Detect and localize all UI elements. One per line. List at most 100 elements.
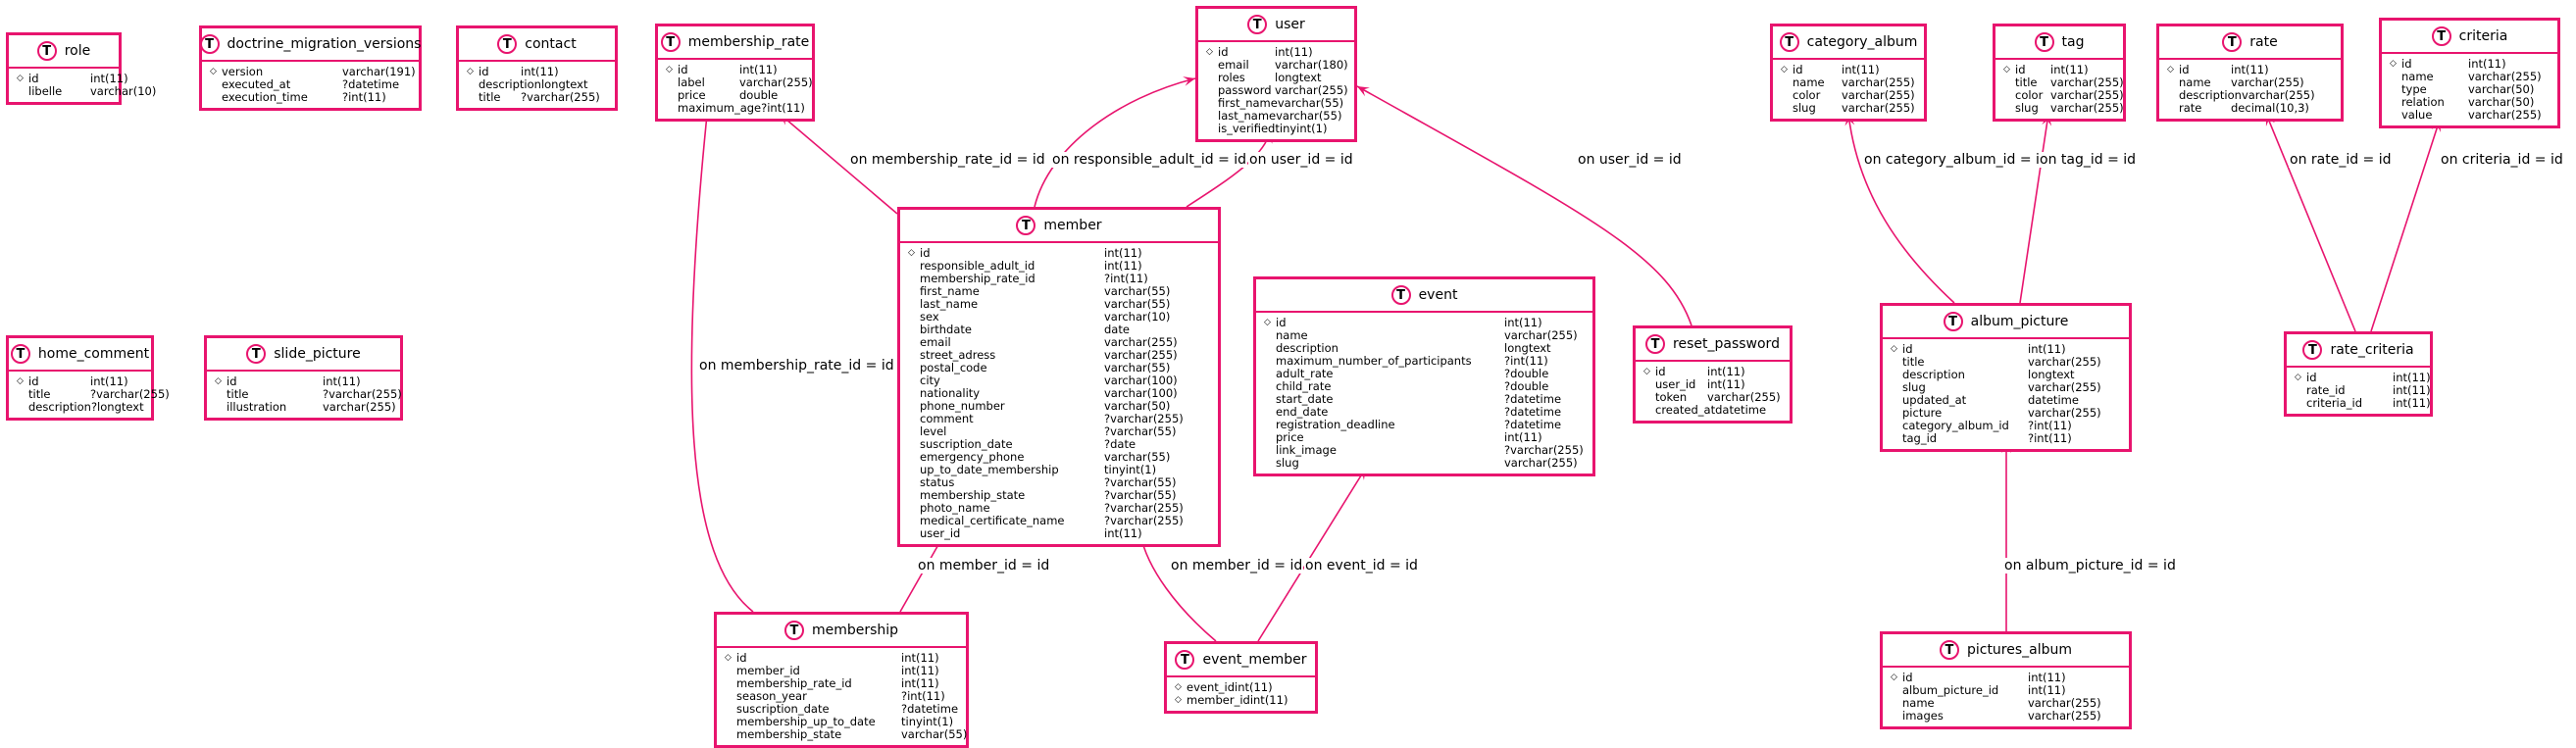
- field-indent: [17, 401, 28, 414]
- field-indent: [215, 401, 227, 414]
- relation-label: on tag_id = id: [2039, 152, 2138, 168]
- relation-label: on album_picture_id = id: [2003, 558, 2177, 573]
- field-indent: [908, 425, 920, 438]
- field-row: start_date?datetime: [1264, 393, 1587, 406]
- field-type: int(11): [521, 65, 559, 78]
- field-type: int(11): [2393, 383, 2431, 397]
- field-type: ?varchar(255): [1104, 501, 1184, 515]
- field-indent: [1264, 457, 1276, 470]
- field-name: libelle: [28, 84, 63, 98]
- field-indent: [2167, 76, 2179, 89]
- field-row: tag_id?int(11): [1891, 432, 2123, 445]
- field-name: id: [2401, 57, 2412, 71]
- field-type: date: [1104, 323, 1130, 336]
- field-name: color: [2015, 88, 2044, 102]
- field-row: maximum_number_of_participants?int(11): [1264, 355, 1587, 368]
- field-indent: [1206, 110, 1218, 123]
- field-type: varchar(255): [2050, 75, 2124, 89]
- field-name: email: [920, 335, 951, 349]
- field-indent: [1264, 380, 1276, 393]
- field-name: slug: [1793, 101, 1816, 115]
- field-indent: [1206, 84, 1218, 97]
- field-type: longtext: [2028, 368, 2075, 381]
- field-type: varchar(100): [1104, 374, 1178, 387]
- table-icon: T: [2431, 26, 2451, 46]
- field-indent: [1206, 123, 1218, 135]
- field-name: maximum_age: [678, 101, 762, 115]
- field-indent: [666, 89, 678, 102]
- field-indent: [2167, 89, 2179, 102]
- field-name: title: [1902, 355, 1925, 369]
- field-name: tag_id: [1902, 431, 1938, 445]
- field-type: varchar(255): [2028, 406, 2101, 420]
- key-marker-icon: ◇: [666, 65, 673, 75]
- field-type: ?int(11): [1504, 354, 1548, 368]
- entity-name: member: [1043, 218, 1102, 233]
- entity-name: album_picture: [1970, 314, 2069, 329]
- field-row: suscription_date?date: [908, 438, 1212, 451]
- field-name: id: [1793, 63, 1803, 76]
- table-icon: T: [783, 621, 804, 640]
- entity-name: category_album: [1806, 34, 1918, 50]
- field-name: id: [1655, 365, 1666, 378]
- field-name: membership_rate_id: [736, 676, 852, 690]
- field-indent: [1891, 697, 1902, 710]
- field-type: int(11): [739, 63, 778, 76]
- field-type: varchar(255): [1275, 83, 1348, 97]
- field-name: id: [227, 374, 237, 388]
- field-indent: [1891, 710, 1902, 723]
- entity-name: contact: [525, 36, 577, 52]
- entity-name: slide_picture: [274, 346, 361, 362]
- field-name: membership_state: [736, 727, 842, 741]
- field-indent: [210, 78, 222, 91]
- key-marker-icon: ◇: [215, 376, 222, 386]
- relation-edge-album_picture-to-category_album: [1847, 113, 1955, 304]
- field-type: int(11): [2028, 671, 2066, 684]
- field-type: tinyint(1): [1275, 122, 1328, 135]
- field-name: emergency_phone: [920, 450, 1025, 464]
- field-type: varchar(255): [2050, 88, 2124, 102]
- field-name: relation: [2401, 95, 2445, 109]
- field-row: photo_name?varchar(255): [908, 502, 1212, 515]
- entity-name: home_comment: [37, 346, 150, 362]
